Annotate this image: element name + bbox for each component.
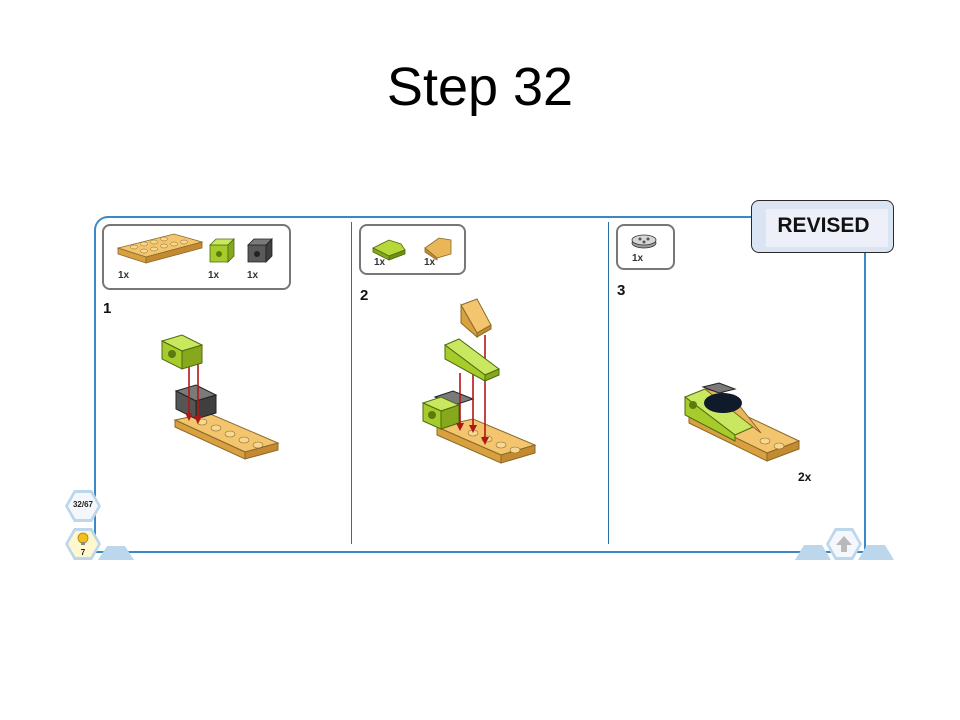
step-3-parts-icons: [631, 234, 657, 249]
step-2-parts-icons: [372, 237, 452, 261]
step-1-assembly-illustration: [160, 334, 280, 460]
round-plate-illustration: [704, 393, 742, 413]
tan-slope-part-icon: [424, 237, 452, 261]
step-1-part-3-qty: 1x: [247, 270, 259, 281]
revised-badge-label: REVISED: [777, 214, 870, 237]
step-2-part-2-qty: 1x: [424, 257, 436, 268]
step-1-parts-box: 1x 1x 1x: [102, 224, 291, 290]
gray-brick-illustration: [174, 384, 218, 420]
round-plate-part-icon: [631, 234, 657, 249]
page-counter: 32/67: [72, 500, 94, 509]
step-divider-2: [608, 222, 609, 544]
step-2-parts-box: 1x 1x: [359, 224, 466, 275]
nav-hex-forward[interactable]: [858, 545, 894, 560]
hint-count: 7: [80, 548, 86, 557]
tan-plate-part-icon: [116, 233, 204, 264]
step-2-number: 2: [360, 287, 369, 304]
step-2-part-1-qty: 1x: [374, 257, 386, 268]
instruction-panel-bottom-edge: [94, 551, 866, 553]
slide-title: Step 32: [386, 57, 574, 117]
step-divider-1: [351, 222, 352, 544]
step-1-part-2-qty: 1x: [208, 270, 220, 281]
step-1-parts-icons: [116, 233, 273, 264]
step-3-multiplier: 2x: [798, 470, 812, 484]
lime-gray-brick-stack-illustration: [421, 390, 475, 430]
step-3-part-1-qty: 1x: [632, 253, 644, 264]
tan-slope-illustration: [460, 298, 492, 339]
lime-slope-illustration: [444, 338, 500, 382]
lime-slope-part-icon: [372, 239, 406, 261]
nav-hex-back[interactable]: [795, 545, 831, 560]
step-3-number: 3: [617, 282, 626, 299]
step-1-number: 1: [103, 300, 112, 317]
revised-badge: REVISED: [751, 200, 894, 253]
step-1-part-1-qty: 1x: [118, 270, 130, 281]
badge-background-logo: [766, 209, 888, 247]
lightbulb-icon: [77, 532, 89, 545]
step-2-assembly-illustration: [421, 298, 537, 464]
tan-plate-illustration: [173, 412, 280, 460]
nav-hex-partial-left[interactable]: [98, 546, 134, 560]
lime-brick-illustration: [160, 334, 204, 370]
step-3-assembly-illustration: [683, 382, 801, 462]
step-3-parts-box: 1x: [616, 224, 675, 270]
gray-technic-brick-part-icon: [247, 238, 273, 263]
lime-technic-brick-part-icon: [209, 238, 235, 263]
up-arrow-icon: [836, 536, 852, 552]
